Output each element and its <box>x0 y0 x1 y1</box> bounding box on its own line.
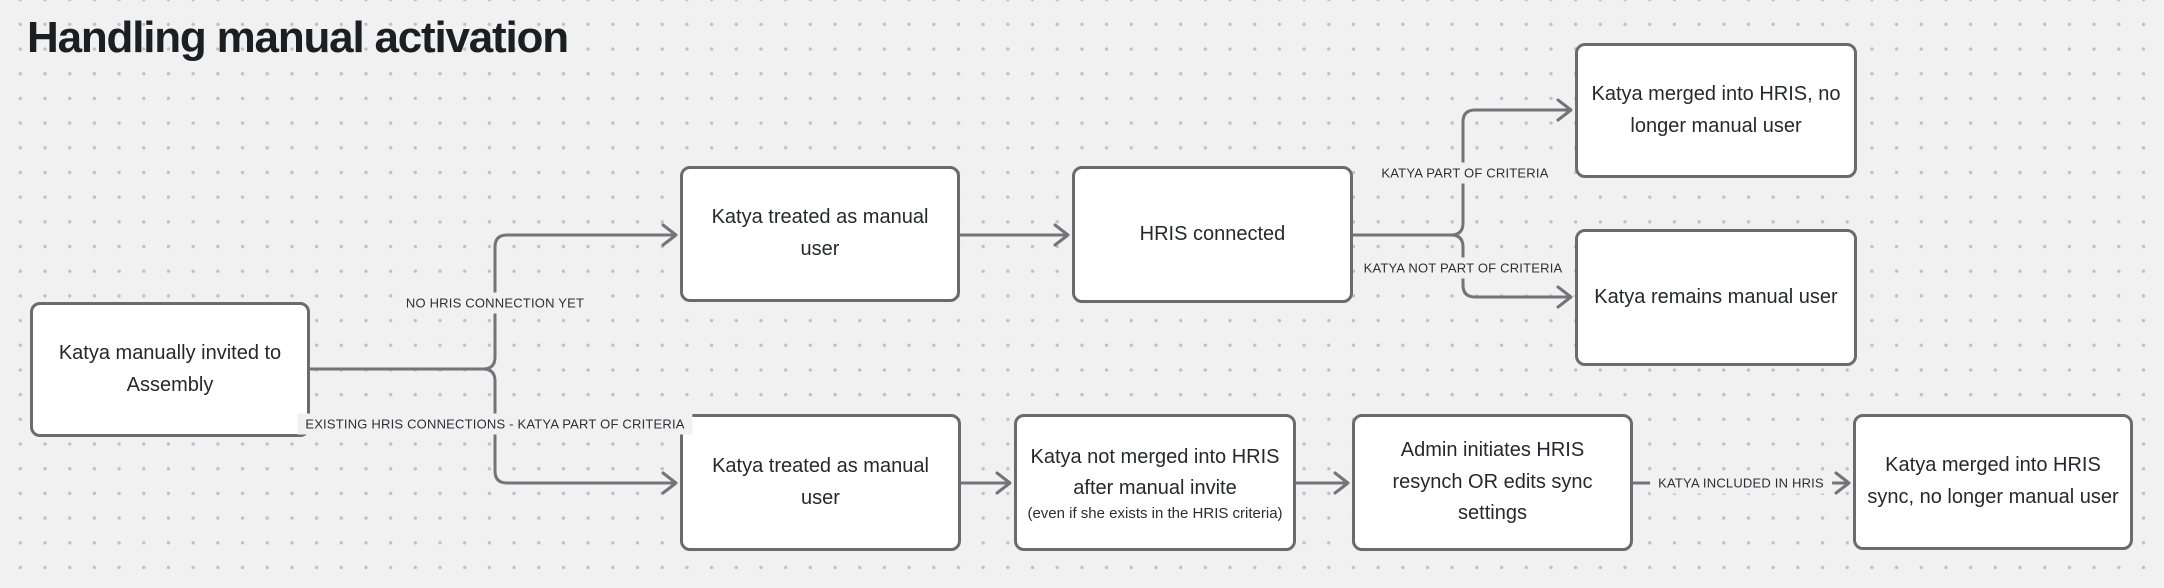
node-label: Katya remains manual user <box>1594 285 1838 308</box>
node-merged-into-hris-sync[interactable]: Katya merged into HRIS sync, no longer m… <box>1853 414 2133 550</box>
edge-hris-to-remains <box>1449 233 1573 309</box>
edge-not-merged-to-admin <box>1294 471 1350 495</box>
node-label: Admin initiates HRIS resynch OR edits sy… <box>1392 439 1593 525</box>
edge-label-existing-hris: EXISTING HRIS CONNECTIONS - KATYA PART O… <box>297 413 693 435</box>
page-title: Handling manual activation <box>27 13 569 62</box>
node-treated-manual-top[interactable]: Katya treated as manual user <box>680 166 960 302</box>
node-remains-manual[interactable]: Katya remains manual user <box>1575 229 1857 366</box>
node-note: (even if she exists in the HRIS criteria… <box>1027 504 1283 522</box>
edge-label-not-part-of-criteria: KATYA NOT PART OF CRITERIA <box>1355 257 1571 279</box>
node-label: Katya merged into HRIS, no longer manual… <box>1591 82 1841 137</box>
node-label: HRIS connected <box>1139 222 1286 245</box>
node-label: Katya manually invited to Assembly <box>58 341 282 396</box>
node-katya-invited[interactable]: Katya manually invited to Assembly <box>30 302 310 437</box>
node-label: Katya treated as manual user <box>711 206 929 260</box>
node-label: Katya treated as manual user <box>712 454 929 509</box>
node-hris-connected[interactable]: HRIS connected <box>1072 166 1353 303</box>
node-label: Katya not merged into HRIS after manual … <box>1030 445 1280 500</box>
edge-label-part-of-criteria: KATYA PART OF CRITERIA <box>1373 162 1557 184</box>
edge-label-no-hris-yet: NO HRIS CONNECTION YET <box>397 292 593 314</box>
node-treated-manual-bottom[interactable]: Katya treated as manual user <box>680 414 961 551</box>
node-label: Katya merged into HRIS sync, no longer m… <box>1867 454 2119 508</box>
edge-manual-bottom-to-not-merged <box>959 471 1012 495</box>
node-merged-into-hris[interactable]: Katya merged into HRIS, no longer manual… <box>1575 43 1857 178</box>
node-not-merged[interactable]: Katya not merged into HRIS after manual … <box>1014 414 1296 551</box>
node-admin-resync[interactable]: Admin initiates HRIS resynch OR edits sy… <box>1352 414 1633 551</box>
edge-start-to-manual-bottom <box>481 367 678 495</box>
edge-manual-top-to-hris <box>958 223 1070 247</box>
edge-label-included-in-hris: KATYA INCLUDED IN HRIS <box>1650 472 1832 494</box>
